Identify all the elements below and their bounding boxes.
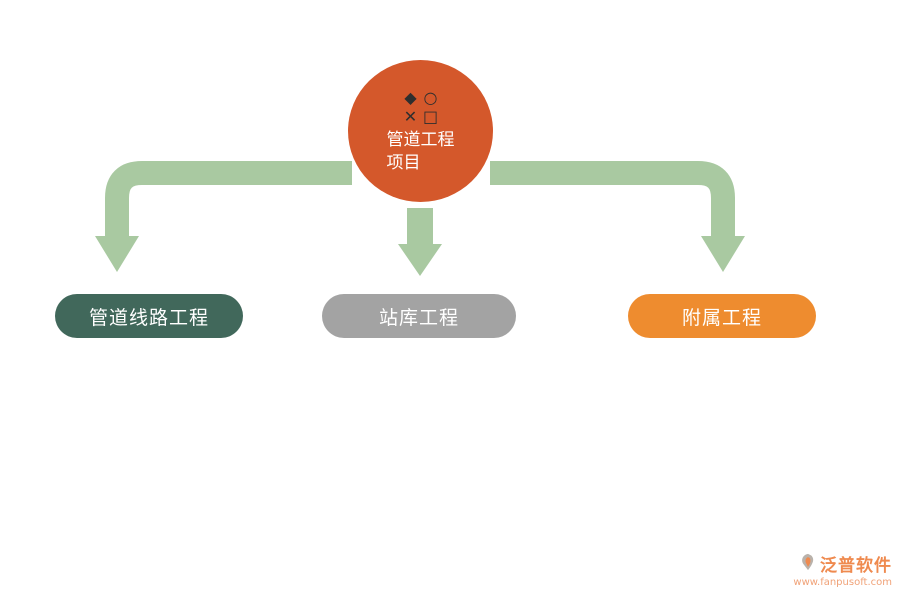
game-shapes-icon: ◆ ○ ✕ □ bbox=[401, 88, 441, 126]
node-auxiliary-engineering: 附属工程 bbox=[628, 294, 816, 338]
arrow-right bbox=[490, 161, 745, 272]
node-station-depot-engineering: 站库工程 bbox=[322, 294, 516, 338]
cross-glyph: ✕ bbox=[403, 106, 418, 126]
diamond-glyph: ◆ bbox=[404, 87, 417, 107]
root-label-line1: 管道工程 bbox=[386, 129, 455, 150]
root-node-label: 管道工程 项目 bbox=[387, 129, 455, 175]
watermark: 泛普软件 www.fanpusoft.com bbox=[793, 551, 892, 588]
root-label-line2: 项目 bbox=[386, 152, 421, 173]
square-glyph: □ bbox=[422, 106, 439, 126]
circle-glyph: ○ bbox=[423, 87, 438, 107]
arrow-middle bbox=[398, 208, 442, 276]
watermark-url: www.fanpusoft.com bbox=[793, 577, 892, 588]
arrow-left bbox=[95, 161, 352, 272]
watermark-brand: 泛普软件 bbox=[820, 556, 892, 576]
node-pipeline-line-engineering: 管道线路工程 bbox=[55, 294, 243, 338]
root-node: ◆ ○ ✕ □ 管道工程 项目 bbox=[348, 60, 493, 202]
fanpu-logo-icon bbox=[799, 553, 817, 575]
